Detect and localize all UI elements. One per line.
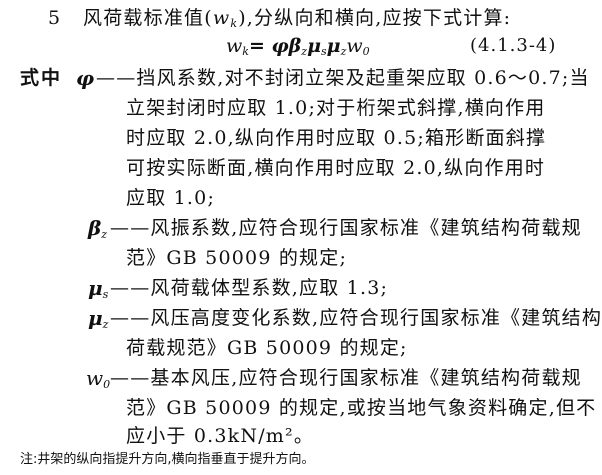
symbol-mu-z: μz <box>88 306 109 331</box>
def-beta-line-1: ——风振系数,应符合现行国家标准《建筑结构荷载规 <box>110 217 582 239</box>
section-heading: 5 风荷载标准值(wk),分纵向和横向,应按下式计算: <box>48 6 511 36</box>
symbol-w-0: w0 <box>86 366 111 391</box>
heading-text-post: ),分纵向和横向,应按下式计算: <box>238 7 512 29</box>
formula-sub-4: 0 <box>362 45 370 58</box>
formula-lhs-sub: k <box>242 45 249 58</box>
formula-w: w <box>346 35 363 57</box>
def-mu-z-line-2: 荷载规范》GB 50009 的规定; <box>126 337 408 359</box>
footnote: 注:井架的纵向指提升方向,横向指垂直于提升方向。 <box>20 452 315 467</box>
equation-number: (4.1.3-4) <box>470 35 557 56</box>
def-w0-line-1: ——基本风压,应符合现行国家标准《建筑结构荷载规 <box>110 367 582 389</box>
formula-sub-3: z <box>340 45 347 58</box>
heading-symbol-sub: k <box>230 17 239 30</box>
def-phi-line-3: 时应取 2.0,纵向作用时应取 0.5;箱形断面斜撑 <box>126 127 547 149</box>
symbol-mu-s: μs <box>88 276 109 301</box>
def-phi-line-4: 可按实际断面,横向作用时应取 2.0,纵向作用时 <box>126 157 546 179</box>
def-phi-line-5: 应取 1.0; <box>126 187 216 209</box>
where-label: 式中 <box>20 67 63 89</box>
formula: wk= φβzμsμzw0 <box>226 34 370 64</box>
formula-lhs: w <box>226 35 243 57</box>
def-phi-line-1: ——挡风系数,对不封闭立架及起重架应取 0.6～0.7;当 <box>96 67 590 89</box>
formula-sub-2: s <box>321 45 327 58</box>
formula-sub-1: z <box>301 45 308 58</box>
def-w0-line-3: 应小于 0.3kN/m²。 <box>126 425 315 447</box>
def-w0-line-2: 范》GB 50009 的规定,或按当地气象资料确定,但不 <box>126 397 597 419</box>
def-beta-line-2: 范》GB 50009 的规定; <box>126 247 348 269</box>
heading-text-pre: 风荷载标准值( <box>83 7 213 29</box>
symbol-phi: φ <box>76 66 95 90</box>
formula-mu-2: μ <box>326 35 341 57</box>
def-phi-line-2: 立架封闭时应取 1.0;对于桁架式斜撑,横向作用 <box>126 97 546 119</box>
section-number: 5 <box>48 7 62 29</box>
formula-rhs: = φβ <box>248 35 302 57</box>
def-mu-z-line-1: ——风压高度变化系数,应符合现行国家标准《建筑结构 <box>110 307 602 329</box>
heading-symbol: w <box>212 7 231 29</box>
def-mu-s-line-1: ——风荷载体型系数,应取 1.3; <box>110 277 389 299</box>
symbol-beta-z: βz <box>88 216 108 241</box>
formula-mu-1: μ <box>307 35 321 57</box>
